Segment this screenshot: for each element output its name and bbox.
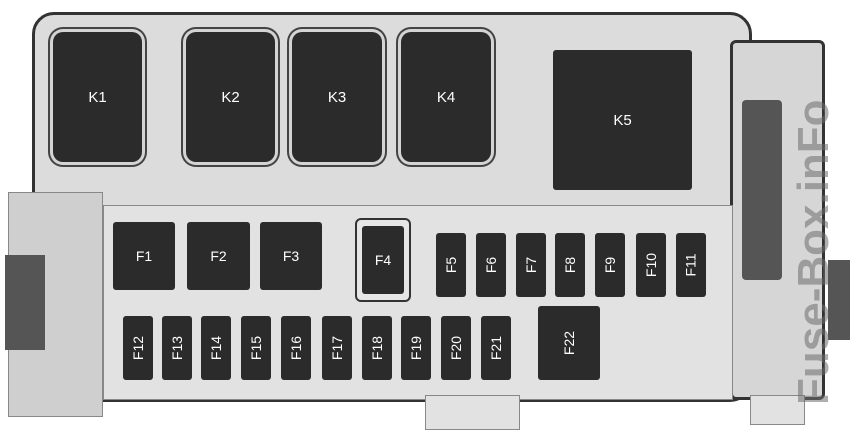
fuse-f14: F14 bbox=[201, 316, 231, 380]
relay-k4: K4 bbox=[401, 32, 491, 162]
right-tab bbox=[750, 395, 805, 425]
fuse-f6: F6 bbox=[476, 233, 506, 297]
fuse-label: F8 bbox=[562, 256, 578, 274]
relay-k5: K5 bbox=[553, 50, 692, 190]
fuse-label: F21 bbox=[488, 335, 504, 361]
fuse-f15: F15 bbox=[241, 316, 271, 380]
fuse-f19: F19 bbox=[401, 316, 431, 380]
fuse-f3: F3 bbox=[260, 222, 322, 290]
fuse-label: F12 bbox=[130, 335, 146, 361]
fuse-label: F18 bbox=[369, 335, 385, 361]
fuse-f10: F10 bbox=[636, 233, 666, 297]
fuse-f8: F8 bbox=[555, 233, 585, 297]
fuse-label: F19 bbox=[408, 335, 424, 361]
fuse-label: F9 bbox=[602, 256, 618, 274]
fuse-f1: F1 bbox=[113, 222, 175, 290]
fuse-f22: F22 bbox=[538, 306, 600, 380]
relay-k1: K1 bbox=[53, 32, 142, 162]
fuse-label: F14 bbox=[208, 335, 224, 361]
bottom-tab bbox=[425, 395, 520, 430]
fuse-label: F10 bbox=[643, 252, 659, 278]
fuse-f9: F9 bbox=[595, 233, 625, 297]
fuse-f12: F12 bbox=[123, 316, 153, 380]
fuse-f2: F2 bbox=[187, 222, 250, 290]
fuse-label: F5 bbox=[443, 256, 459, 274]
fuse-label: F22 bbox=[561, 330, 577, 356]
fuse-f7: F7 bbox=[516, 233, 546, 297]
left-connector-block bbox=[5, 255, 45, 350]
fuse-label: F13 bbox=[169, 335, 185, 361]
fuse-label: F17 bbox=[329, 335, 345, 361]
relay-k3: K3 bbox=[292, 32, 382, 162]
fuse-label: F6 bbox=[483, 256, 499, 274]
right-connector bbox=[742, 100, 782, 280]
fuse-label: F11 bbox=[683, 253, 699, 277]
right-plug bbox=[828, 260, 850, 340]
fuse-f20: F20 bbox=[441, 316, 471, 380]
fuse-f16: F16 bbox=[281, 316, 311, 380]
fuse-f13: F13 bbox=[162, 316, 192, 380]
fuse-label: F15 bbox=[248, 335, 264, 361]
fuse-f11: F11 bbox=[676, 233, 706, 297]
relay-k2: K2 bbox=[186, 32, 275, 162]
fuse-label: F7 bbox=[523, 256, 539, 274]
fuse-f18: F18 bbox=[362, 316, 392, 380]
fuse-f4: F4 bbox=[362, 226, 404, 294]
fuse-f21: F21 bbox=[481, 316, 511, 380]
watermark: Fuse-Box.inFo bbox=[789, 99, 838, 405]
fuse-f17: F17 bbox=[322, 316, 352, 380]
fuse-label: F16 bbox=[288, 335, 304, 361]
fuse-label: F20 bbox=[448, 335, 464, 361]
fuse-f5: F5 bbox=[436, 233, 466, 297]
